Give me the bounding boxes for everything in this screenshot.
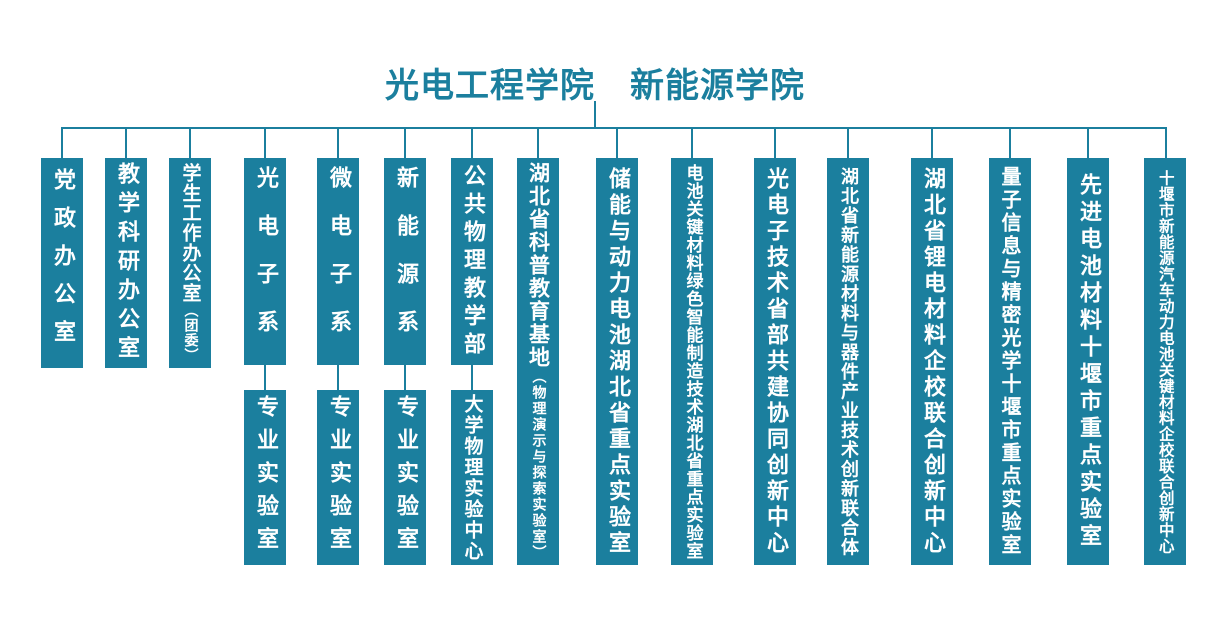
org-box-label: 专业实验室 (393, 395, 418, 560)
org-box-lithium-materials-center: 湖北省锂电材料企校联合创新中心 (911, 158, 953, 565)
connector-line (1165, 127, 1167, 158)
org-box-sublabel: （物理演示与探索实验室） (530, 369, 547, 561)
org-box-label: 湖北省新能源材料与器件产业技术创新联合体 (838, 166, 859, 557)
org-box-label: 党政办公室 (50, 168, 75, 358)
org-box-label: 大学物理实验中心 (461, 393, 484, 562)
connector-line (471, 127, 473, 158)
connector-line (537, 127, 539, 158)
connector-line (62, 127, 1167, 129)
org-box-teaching-research-office: 教学科研办公室 (105, 158, 147, 368)
org-box-label: 电池关键材料绿色智能制造技术湖北省重点实验室 (682, 163, 703, 560)
org-box-label: 专业实验室 (253, 395, 278, 560)
org-box-optoelectronics-dept: 光电子系 (244, 158, 286, 365)
org-box-professional-lab-1: 专业实验室 (244, 390, 286, 565)
connector-line (61, 127, 63, 158)
connector-line (691, 127, 693, 158)
connector-line (337, 127, 339, 158)
org-box-label: 专业实验室 (326, 395, 351, 560)
connector-line (774, 127, 776, 158)
org-box-microelectronics-dept: 微电子系 (317, 158, 359, 365)
org-box-label: 学生工作办公室 (179, 163, 202, 303)
connector-line (616, 127, 618, 158)
org-box-label: 量子信息与精密光学十堰市重点实验室 (998, 166, 1022, 557)
connector-line (337, 365, 339, 390)
org-box-sublabel: （团委） (182, 303, 199, 363)
org-box-quantum-optics-lab: 量子信息与精密光学十堰市重点实验室 (989, 158, 1031, 565)
org-box-label: 储能与动力电池湖北省重点实验室 (605, 166, 630, 557)
connector-line (125, 127, 127, 158)
org-box-party-government-office: 党政办公室 (41, 158, 83, 368)
org-box-label: 湖北省锂电材料企校联合创新中心 (920, 166, 945, 557)
org-box-student-affairs-office: 学生工作办公室（团委） (169, 158, 211, 368)
connector-line (594, 101, 596, 128)
org-box-university-physics-center: 大学物理实验中心 (451, 390, 493, 565)
chart-title: 光电工程学院 新能源学院 (385, 66, 805, 106)
org-box-label: 光电子系 (253, 165, 278, 358)
org-box-public-physics-dept: 公共物理教学部 (451, 158, 493, 365)
org-box-new-energy-dept: 新能源系 (384, 158, 426, 365)
connector-line (1009, 127, 1011, 158)
org-box-label: 公共物理教学部 (460, 163, 485, 360)
connector-line (931, 127, 933, 158)
org-box-label: 微电子系 (326, 165, 351, 358)
connector-line (404, 127, 406, 158)
org-box-ev-battery-innovation-center: 十堰市新能源汽车动力电池关键材料企校联合创新中心 (1144, 158, 1186, 565)
org-box-label: 光电子技术省部共建协同创新中心 (763, 166, 788, 557)
connector-line (471, 365, 473, 390)
org-box-label: 十堰市新能源汽车动力电池关键材料企校联合创新中心 (1156, 169, 1175, 554)
connector-line (404, 365, 406, 390)
org-box-science-education-base: 湖北省科普教育基地（物理演示与探索实验室） (517, 158, 559, 565)
org-box-new-energy-materials-consortium: 湖北省新能源材料与器件产业技术创新联合体 (827, 158, 869, 565)
org-box-label: 先进电池材料十堰市重点实验室 (1076, 172, 1101, 551)
org-box-professional-lab-2: 专业实验室 (317, 390, 359, 565)
connector-line (189, 127, 191, 158)
connector-line (264, 127, 266, 158)
connector-line (264, 365, 266, 390)
org-box-label: 教学科研办公室 (114, 161, 139, 365)
org-box-label: 新能源系 (393, 165, 418, 358)
org-box-label: 湖北省科普教育基地 (526, 162, 551, 369)
connector-line (847, 127, 849, 158)
org-box-energy-storage-key-lab: 储能与动力电池湖北省重点实验室 (596, 158, 638, 565)
org-box-battery-materials-key-lab: 电池关键材料绿色智能制造技术湖北省重点实验室 (671, 158, 713, 565)
connector-line (1087, 127, 1089, 158)
org-box-professional-lab-3: 专业实验室 (384, 390, 426, 565)
org-box-optoelectronic-innovation-center: 光电子技术省部共建协同创新中心 (754, 158, 796, 565)
org-box-advanced-battery-lab: 先进电池材料十堰市重点实验室 (1067, 158, 1109, 565)
